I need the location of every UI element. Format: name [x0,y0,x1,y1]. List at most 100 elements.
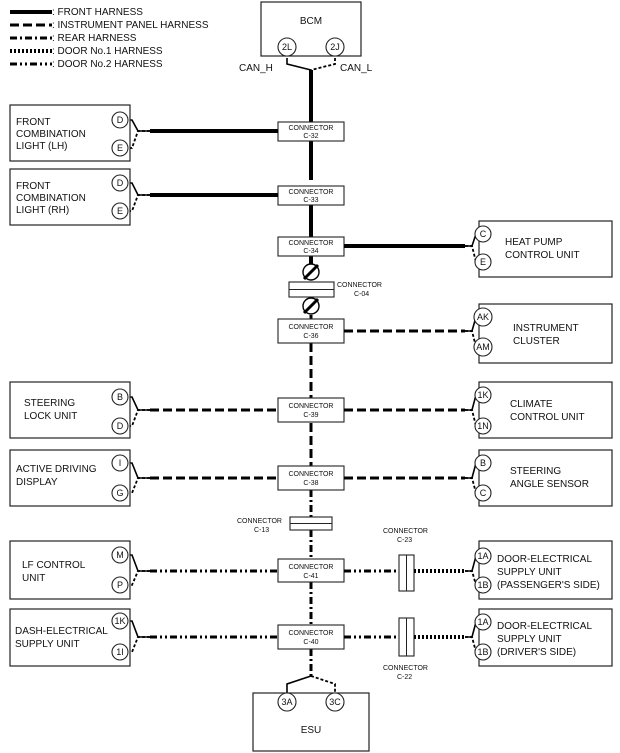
unit-label-line: SUPPLY UNIT [15,639,80,650]
unit-instrument-cluster: INSTRUMENT CLUSTER AK AM [344,303,613,364]
connector-c38-line1: CONNECTOR [289,471,334,478]
connector-c23-line1: CONNECTOR [383,528,428,535]
unit-label-line: CONTROL UNIT [505,250,580,261]
pin-label: C [480,229,487,239]
can-h-label: CAN_H [239,63,273,74]
pin-label: E [480,257,486,267]
unit-label-line: DOOR-ELECTRICAL [497,554,592,565]
unit-label-line: CLUSTER [513,336,560,347]
connector-c33-line2: C-33 [303,197,318,204]
connector-c40-line2: C-40 [303,639,318,646]
legend-label-front: : FRONT HARNESS [52,7,143,18]
connector-c38-line2: C-38 [303,480,318,487]
unit-front-combination-light-rh: FRONT COMBINATION LIGHT (RH) D E [9,168,278,226]
pin-label: C [480,488,487,498]
unit-label-line: COMBINATION [16,129,86,140]
connector-c36: CONNECTOR C-36 [277,318,345,344]
unit-label-line: STEERING [24,398,75,409]
unit-label-line: LIGHT (RH) [16,205,69,216]
pin-label: D [117,421,124,431]
unit-label-line: CLIMATE [510,399,553,410]
bcm-module: BCM 2L 2J CAN_H CAN_L [239,1,373,74]
connector-c13: CONNECTOR C-13 [237,516,333,534]
connector-c22-line1: CONNECTOR [383,665,428,672]
pin-label: 1I [116,647,124,657]
pin-label: 1A [477,551,488,561]
connector-c04-line1: CONNECTOR [337,282,382,289]
unit-label-line: UNIT [22,573,45,584]
bcm-pin-l [325,37,345,57]
connector-c39-line2: C-39 [303,412,318,419]
unit-dash-electrical-supply: DASH-ELECTRICAL SUPPLY UNIT 1K 1I [9,608,278,667]
unit-front-combination-light-lh: FRONT COMBINATION LIGHT (LH) D E [9,104,278,162]
bcm-pin-h [277,37,297,57]
connector-c36-line1: CONNECTOR [289,324,334,331]
esu-split-wires [286,675,336,694]
pin-label: E [117,206,123,216]
unit-heat-pump-control: HEAT PUMP CONTROL UNIT C E [344,220,613,278]
unit-label-line: CONTROL UNIT [510,412,585,423]
pin-label: E [117,143,123,153]
esu-pin-b-label: 3C [329,697,341,707]
connector-c41-line1: CONNECTOR [289,564,334,571]
connector-c13-line1: CONNECTOR [237,518,282,525]
connector-c40-line1: CONNECTOR [289,630,334,637]
unit-label-line: DASH-ELECTRICAL [15,626,108,637]
pin-label: I [119,458,122,468]
unit-label-line: ACTIVE DRIVING [16,464,97,475]
unit-door-electrical-driver: CONNECTOR C-22 DOOR-ELECTRICAL SUPPLY UN… [344,608,613,681]
connector-c39: CONNECTOR C-39 [277,397,345,423]
connector-c04-line2: C-04 [354,291,369,298]
unit-label-line: LF CONTROL [22,560,86,571]
unit-door-electrical-passenger: CONNECTOR C-23 DOOR-ELECTRICAL SUPPLY UN… [344,528,613,600]
pin-label: 1B [477,580,488,590]
esu-label: ESU [301,725,322,736]
connector-c34: CONNECTOR C-34 [277,236,345,257]
connector-c41: CONNECTOR C-41 [277,558,345,583]
bcm-split-wires [286,58,336,71]
bcm-pin-h-label: 2L [282,42,292,52]
pin-label: G [116,488,123,498]
unit-label-line: SUPPLY UNIT [497,567,562,578]
unit-label-line: (PASSENGER'S SIDE) [497,580,600,591]
unit-label-line: LIGHT (LH) [16,141,68,152]
unit-label-line: SUPPLY UNIT [497,634,562,645]
pin-label: B [480,458,486,468]
unit-label-line: ANGLE SENSOR [510,479,589,490]
unit-label-line: DISPLAY [16,477,58,488]
connector-c33: CONNECTOR C-33 [277,185,345,206]
esu-pin-a [277,692,297,712]
connector-c32-line1: CONNECTOR [289,125,334,132]
pin-label: 1N [477,421,489,431]
pin-label: 1B [477,647,488,657]
pin-label: D [117,178,124,188]
legend-label-door1: : DOOR No.1 HARNESS [52,46,163,57]
unit-climate-control: CLIMATE CONTROL UNIT 1K 1N [344,381,613,439]
connector-c22-line2: C-22 [397,674,412,681]
connector-c32: CONNECTOR C-32 [277,121,345,142]
pin-label: M [116,550,124,560]
pin-label: B [117,392,123,402]
connector-c34-line2: C-34 [303,248,318,255]
pin-label: 1A [477,617,488,627]
esu-module: 3A 3C ESU [252,692,370,752]
legend: : FRONT HARNESS : INSTRUMENT PANEL HARNE… [10,7,209,70]
unit-active-driving-display: ACTIVE DRIVING DISPLAY I G [9,449,278,507]
pin-label: 1K [114,616,125,626]
connector-c40: CONNECTOR C-40 [277,624,345,650]
unit-label-line: FRONT [16,117,50,128]
connector-c04: CONNECTOR C-04 [288,263,382,315]
bcm-label: BCM [300,16,322,27]
unit-lf-control: LF CONTROL UNIT M P [9,540,278,600]
pin-label: AM [476,342,490,352]
pin-label: P [117,580,123,590]
pin-label: D [117,115,124,125]
unit-label-line: FRONT [16,181,50,192]
unit-steering-angle-sensor: STEERING ANGLE SENSOR B C [344,449,613,507]
connector-c33-line1: CONNECTOR [289,189,334,196]
unit-label-line: (DRIVER'S SIDE) [497,647,576,658]
connector-c36-line2: C-36 [303,333,318,340]
connector-c39-line1: CONNECTOR [289,403,334,410]
connector-c32-line2: C-32 [303,133,318,140]
